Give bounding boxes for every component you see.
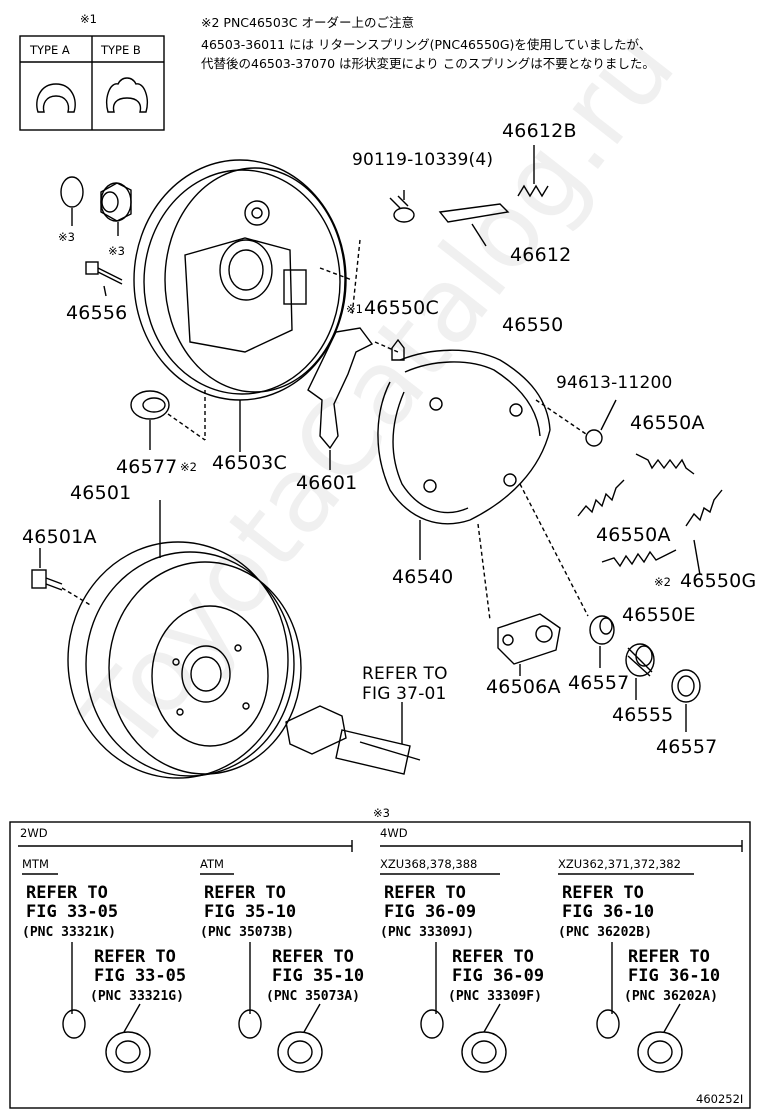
- marker-1-46550c: ※1: [346, 302, 363, 316]
- reference-table: [9, 821, 751, 1109]
- part-46550a-top: 46550A: [630, 412, 705, 434]
- table-marker: ※3: [373, 806, 390, 820]
- col3-b3: (PNC 36202A): [624, 989, 718, 1004]
- cup-46557: [589, 615, 615, 645]
- spring-46550e: [601, 549, 677, 568]
- col3-b2: FIG 36-10: [628, 966, 721, 986]
- hole-plug: [130, 390, 206, 450]
- part-46557-cup: 46557: [568, 672, 630, 694]
- type-b-label: TYPE B: [101, 43, 141, 57]
- col2-a1: REFER TO: [384, 883, 466, 903]
- part-94613-11200: 94613-11200: [556, 373, 673, 393]
- col2-a2: FIG 36-09: [384, 902, 477, 922]
- note-line-2: 代替後の46503-37070 は形状変更により このスプリングは不要となりまし…: [201, 56, 655, 71]
- spring-46550a-mid: [577, 479, 625, 517]
- col3-a3: (PNC 36202B): [558, 925, 652, 940]
- col-head-xzu368: XZU368,378,388: [380, 857, 478, 871]
- w-marker: [585, 429, 603, 447]
- o-ring: [60, 176, 84, 208]
- brake-shoes: [377, 349, 551, 525]
- part-46577: 46577: [116, 456, 178, 478]
- clip-type-a-shape: [36, 83, 76, 113]
- part-46555: 46555: [612, 704, 674, 726]
- col0-b3: (PNC 33321G): [90, 989, 184, 1004]
- refer-label-2: FIG 37-01: [362, 684, 447, 704]
- col3-a2: FIG 36-10: [562, 902, 655, 922]
- spring-46555: [625, 643, 655, 677]
- col1-a3: (PNC 35073B): [200, 925, 294, 940]
- type-a-label: TYPE A: [30, 43, 70, 57]
- part-90119-10339: 90119-10339(4): [352, 150, 494, 170]
- col0-b1: REFER TO: [94, 947, 176, 967]
- col2-b1: REFER TO: [452, 947, 534, 967]
- parking-brake-lever: [307, 327, 374, 450]
- col0-a1: REFER TO: [26, 883, 108, 903]
- marker-2-46550g: ※2: [654, 575, 671, 589]
- note-line-1: 46503-36011 には リターンスプリング(PNC46550G)を使用して…: [201, 37, 652, 52]
- wheel-cylinder: [497, 613, 561, 665]
- spring-46612b: [517, 184, 549, 198]
- table-parts: [62, 942, 683, 1073]
- part-46601: 46601: [296, 472, 358, 494]
- part-46612: 46612: [510, 244, 572, 266]
- clip-type-b-shape: [106, 77, 148, 113]
- marker-3-cap: ※3: [108, 244, 125, 258]
- spring-46550g: [685, 489, 723, 527]
- brake-drum: [67, 541, 302, 779]
- figure-id: 460252I: [696, 1092, 744, 1106]
- col0-b2: FIG 33-05: [94, 966, 187, 986]
- col2-b2: FIG 36-09: [452, 966, 545, 986]
- part-46506a: 46506A: [486, 676, 561, 698]
- drive-shaft: [285, 705, 421, 775]
- marker-1: ※1: [80, 12, 97, 26]
- part-46550g: 46550G: [680, 570, 757, 592]
- part-46550e: 46550E: [622, 604, 696, 626]
- part-46540: 46540: [392, 566, 454, 588]
- part-46556: 46556: [66, 302, 128, 324]
- marker-3-ring: ※3: [58, 230, 75, 244]
- bolt-90119: [351, 195, 415, 317]
- col-head-atm: ATM: [200, 857, 224, 871]
- col3-a1: REFER TO: [562, 883, 644, 903]
- part-46612b: 46612B: [502, 120, 577, 142]
- col1-a2: FIG 35-10: [204, 902, 297, 922]
- clip-type-box: [19, 35, 165, 131]
- col1-a1: REFER TO: [204, 883, 286, 903]
- part-46501a: 46501A: [22, 526, 97, 548]
- col0-a2: FIG 33-05: [26, 902, 119, 922]
- col1-b2: FIG 35-10: [272, 966, 365, 986]
- part-46550a-mid: 46550A: [596, 524, 671, 546]
- hub-bolt: [31, 569, 93, 607]
- col-head-xzu362: XZU362,371,372,382: [558, 857, 681, 871]
- col1-b1: REFER TO: [272, 947, 354, 967]
- col-head-mtm: MTM: [22, 857, 49, 871]
- col0-a3: (PNC 33321K): [22, 925, 116, 940]
- clip-46550c: [391, 338, 405, 361]
- marker-2-46503c: ※2: [180, 460, 197, 474]
- part-46550c: 46550C: [364, 297, 439, 319]
- cap-46557: [671, 669, 701, 703]
- col2-a3: (PNC 33309J): [380, 925, 474, 940]
- note-title: ※2 PNC46503C オーダー上のご注意: [201, 15, 414, 30]
- group-2wd: 2WD: [20, 826, 48, 840]
- part-46550: 46550: [502, 314, 564, 336]
- part-46557-cap: 46557: [656, 736, 718, 758]
- part-46501: 46501: [70, 482, 132, 504]
- part-46503c: 46503C: [212, 452, 287, 474]
- plug-cap: [100, 182, 132, 222]
- spring-46550a-top: [635, 453, 695, 475]
- strut-46612: [438, 203, 510, 223]
- col1-b3: (PNC 35073A): [266, 989, 360, 1004]
- col3-b1: REFER TO: [628, 947, 710, 967]
- group-4wd: 4WD: [380, 826, 408, 840]
- refer-label-1: REFER TO: [362, 664, 448, 684]
- col2-b3: (PNC 33309F): [448, 989, 542, 1004]
- backing-plate: [133, 159, 353, 401]
- bolt-46556: [85, 261, 123, 297]
